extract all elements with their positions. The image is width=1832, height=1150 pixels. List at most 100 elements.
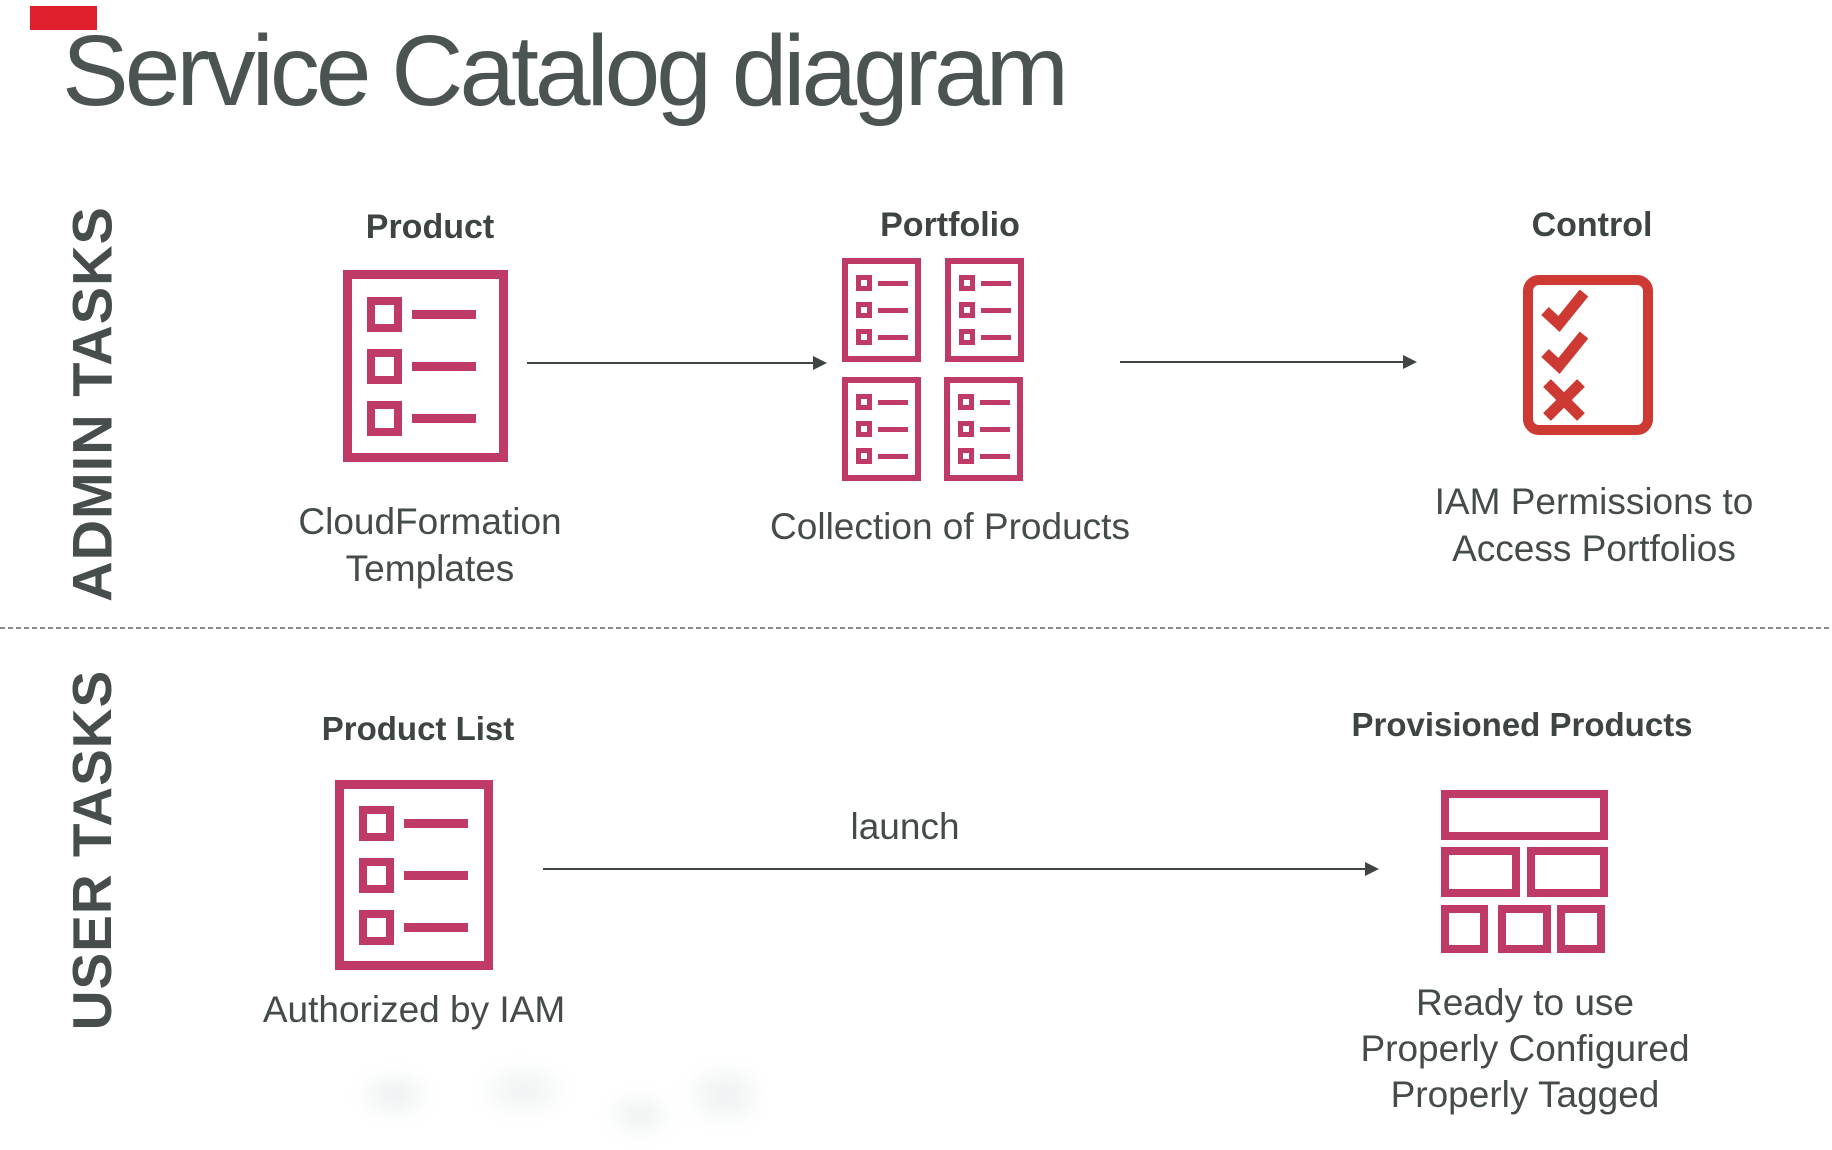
list-row: [958, 448, 1017, 464]
provisioned-products-icon: [1441, 790, 1608, 953]
checkbox-square-icon: [958, 448, 974, 464]
caption-line: Authorized by IAM: [262, 989, 566, 1030]
text-line-icon: [878, 307, 908, 313]
text-line-icon: [412, 413, 476, 423]
text-line-icon: [878, 453, 908, 459]
record-indicator-bar: [30, 6, 97, 30]
portfolio-caption: Collection of Products: [770, 503, 1130, 550]
caption-line: Properly Configured: [1360, 1028, 1690, 1069]
checkbox-square-icon: [856, 275, 872, 291]
text-line-icon: [404, 818, 468, 828]
text-line-icon: [878, 280, 908, 286]
checkbox-square-icon: [856, 302, 872, 318]
provisioned-caption: Ready to use Properly Configured Properl…: [1360, 980, 1689, 1118]
text-line-icon: [878, 426, 908, 432]
checkmark-icon: [1541, 331, 1589, 375]
brick: [1557, 905, 1605, 953]
checkbox-square-icon: [359, 805, 394, 841]
checkbox-square-icon: [856, 394, 872, 410]
caption-line: CloudFormation: [298, 501, 562, 542]
text-line-icon: [404, 870, 468, 880]
list-row: [856, 448, 915, 464]
checkbox-square-icon: [359, 857, 394, 893]
text-line-icon: [412, 309, 476, 319]
checkbox-square-icon: [958, 421, 974, 437]
product-list-heading: Product List: [321, 710, 515, 747]
portfolio-list-icon: [842, 258, 921, 362]
list-row: [856, 275, 915, 291]
list-row: [367, 296, 499, 332]
list-row: [359, 909, 484, 945]
brick: [1498, 905, 1551, 953]
arrow-product-to-portfolio: [527, 356, 827, 370]
caption-line: Templates: [345, 548, 515, 589]
list-row: [959, 302, 1018, 318]
caption-line: Properly Tagged: [1390, 1074, 1660, 1115]
checkbox-square-icon: [367, 348, 402, 384]
faint-watermark-smudge: [330, 1050, 760, 1150]
list-row: [856, 394, 915, 410]
list-row: [959, 275, 1018, 291]
arrow-launch: [543, 862, 1379, 876]
list-row: [959, 329, 1018, 345]
brick: [1441, 905, 1488, 953]
portfolio-heading: Portfolio: [880, 206, 1020, 244]
list-row: [856, 329, 915, 345]
product-icon: [343, 270, 508, 462]
checkbox-square-icon: [367, 400, 402, 436]
list-row: [958, 394, 1017, 410]
text-line-icon: [981, 307, 1011, 313]
checkmark-icon: [1541, 289, 1589, 333]
checkbox-square-icon: [959, 275, 975, 291]
checkbox-square-icon: [856, 329, 872, 345]
product-caption: CloudFormation Templates: [298, 498, 561, 592]
user-tasks-label: USER TASKS: [61, 669, 123, 1031]
list-row: [367, 400, 499, 436]
checkbox-square-icon: [359, 909, 394, 945]
checkbox-square-icon: [959, 329, 975, 345]
caption-line: Collection of Products: [770, 506, 1130, 547]
text-line-icon: [412, 361, 476, 371]
provisioned-products-heading: Provisioned Products: [1351, 706, 1693, 743]
caption-line: Ready to use: [1415, 982, 1635, 1023]
admin-tasks-label: ADMIN TASKS: [60, 206, 124, 602]
arrow-portfolio-to-control: [1120, 355, 1417, 369]
checkbox-square-icon: [856, 448, 872, 464]
page-title: Service Catalog diagram: [62, 15, 1069, 127]
launch-label: launch: [850, 806, 960, 847]
list-row: [359, 805, 484, 841]
product-list-caption: Authorized by IAM: [263, 986, 565, 1033]
list-row: [359, 857, 484, 893]
list-row: [856, 302, 915, 318]
text-line-icon: [980, 453, 1010, 459]
control-caption: IAM Permissions to Access Portfolios: [1435, 478, 1754, 572]
checkbox-square-icon: [959, 302, 975, 318]
text-line-icon: [981, 280, 1011, 286]
text-line-icon: [404, 922, 468, 932]
control-heading: Control: [1531, 206, 1653, 244]
checkbox-square-icon: [958, 394, 974, 410]
caption-line: Access Portfolios: [1452, 528, 1736, 569]
control-checklist-icon: [1523, 275, 1653, 435]
product-heading: Product: [365, 208, 495, 246]
checklist-marks: [1541, 289, 1589, 421]
portfolio-list-icon: [945, 258, 1024, 362]
list-row: [856, 421, 915, 437]
row-divider: [0, 627, 1832, 629]
brick: [1441, 790, 1608, 840]
brick: [1527, 847, 1608, 897]
product-list-icon: [335, 780, 493, 970]
checkbox-square-icon: [856, 421, 872, 437]
text-line-icon: [980, 426, 1010, 432]
portfolio-list-icon: [944, 377, 1023, 481]
checkbox-square-icon: [367, 296, 402, 332]
text-line-icon: [980, 399, 1010, 405]
text-line-icon: [878, 399, 908, 405]
portfolio-list-icon: [842, 377, 921, 481]
x-mark-icon: [1543, 379, 1585, 421]
list-row: [958, 421, 1017, 437]
brick: [1441, 847, 1520, 897]
list-row: [367, 348, 499, 384]
text-line-icon: [981, 334, 1011, 340]
